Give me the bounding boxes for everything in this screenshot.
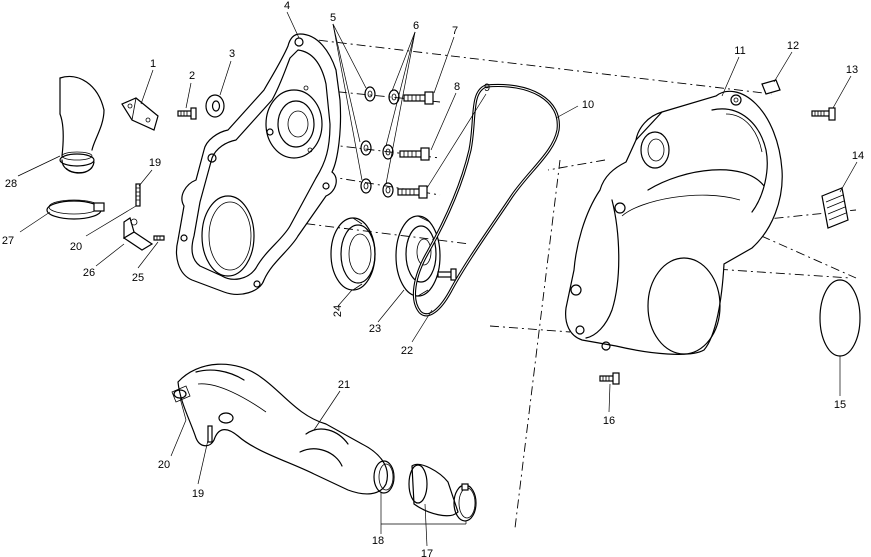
callout-25: 25 — [132, 272, 144, 284]
callout-10: 10 — [582, 99, 594, 111]
callout-1: 1 — [150, 58, 156, 70]
part-14-label — [821, 187, 849, 229]
callout-19-lower: 19 — [192, 488, 204, 500]
callout-22: 22 — [401, 345, 413, 357]
callout-13: 13 — [846, 64, 858, 76]
callout-26: 26 — [83, 267, 95, 279]
part-13-screw — [811, 107, 836, 121]
part-10-drive-belt — [412, 83, 560, 317]
callout-27: 27 — [2, 235, 14, 247]
parts-17-18-coupler-clamps — [373, 460, 477, 522]
callout-9: 9 — [484, 82, 490, 94]
callout-3: 3 — [229, 48, 235, 60]
part-15-disc — [819, 279, 861, 357]
part-11-outer-cover — [565, 90, 783, 355]
parts-7-8-bolts — [397, 91, 434, 199]
part-3-washer — [205, 94, 225, 118]
part-16-screw — [599, 372, 620, 385]
part-2-screw — [177, 107, 197, 120]
part-1-bracket — [121, 97, 159, 131]
callout-12: 12 — [787, 40, 799, 52]
callout-8: 8 — [454, 81, 460, 93]
callout-2: 2 — [189, 70, 195, 82]
part-19-20-25-26-hardware — [122, 183, 165, 251]
callout-20-upper: 20 — [70, 241, 82, 253]
part-23-plate — [395, 215, 457, 297]
callout-20-lower: 20 — [158, 459, 170, 471]
part-4-inner-cover-plate — [175, 33, 342, 295]
callout-15: 15 — [834, 399, 846, 411]
part-28-duct-elbow — [59, 76, 105, 174]
part-27-hose-clamp — [46, 199, 105, 220]
callout-21: 21 — [338, 379, 350, 391]
callout-5: 5 — [330, 12, 336, 24]
part-24-seal — [330, 217, 376, 291]
callout-17: 17 — [421, 548, 433, 557]
callout-7: 7 — [452, 25, 458, 37]
callout-24: 24 — [332, 305, 344, 317]
part-21-intake-duct — [171, 363, 388, 495]
callout-16: 16 — [603, 415, 615, 427]
callout-4: 4 — [284, 0, 290, 12]
callout-19-upper: 19 — [149, 157, 161, 169]
leader-lines — [17, 11, 858, 547]
parts-5-6-washers — [360, 86, 400, 198]
callout-28: 28 — [5, 178, 17, 190]
callout-14: 14 — [852, 150, 864, 162]
callout-23: 23 — [369, 323, 381, 335]
callout-6: 6 — [413, 20, 419, 32]
callout-11: 11 — [734, 45, 745, 57]
callout-18: 18 — [372, 535, 384, 547]
part-12-decal — [761, 79, 781, 95]
